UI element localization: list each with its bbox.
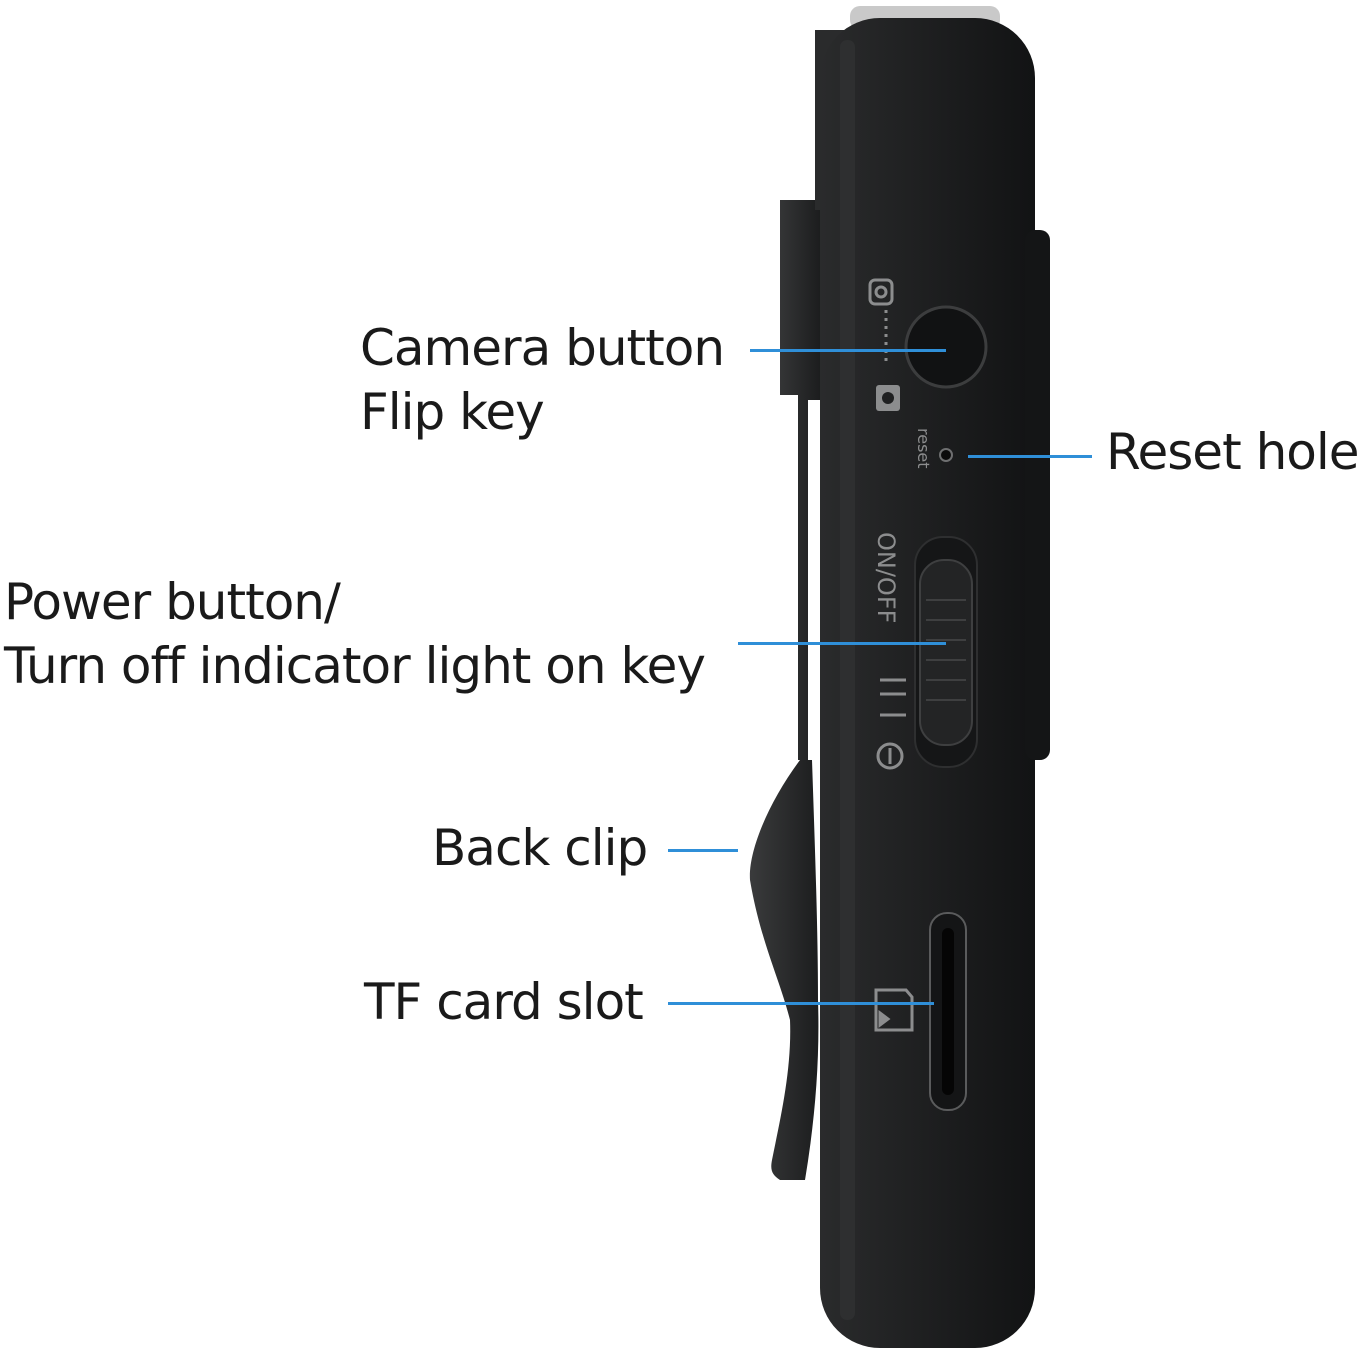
- camera-leader-line: [750, 349, 946, 352]
- power-switch-knob[interactable]: [919, 559, 973, 746]
- callout-camera-button-label: Camera button Flip key: [360, 316, 725, 444]
- power-leader-line: [738, 642, 946, 645]
- light-indicator-icon: [876, 742, 904, 770]
- back-clip: [749, 200, 820, 1180]
- power-label-line2: Turn off indicator light on key: [4, 637, 706, 695]
- camera-label-line1: Camera button: [360, 319, 725, 377]
- power-label-line1: Power button/: [4, 573, 341, 631]
- tf-leader-line: [668, 1002, 934, 1005]
- callout-tf-card-slot-label: TF card slot: [364, 973, 644, 1031]
- reset-hole[interactable]: [939, 448, 953, 462]
- callout-reset-hole-label: Reset hole: [1106, 423, 1359, 481]
- camera-button[interactable]: [904, 305, 988, 389]
- switch-text: ON/OFF: [872, 532, 900, 623]
- camera-icon: [876, 385, 900, 411]
- reset-text: reset: [914, 428, 933, 469]
- tf-card-icon: [874, 988, 914, 1032]
- reset-leader-line: [968, 455, 1092, 458]
- camera-flip-icon: [868, 278, 894, 362]
- callout-power-button-label: Power button/ Turn off indicator light o…: [4, 570, 706, 698]
- power-switch-grip: [926, 599, 966, 701]
- callout-back-clip-label: Back clip: [432, 819, 648, 877]
- switch-arrows: [880, 678, 906, 717]
- clip-leader-line: [668, 849, 738, 852]
- camera-label-line2: Flip key: [360, 383, 545, 441]
- side-ridge: [1025, 230, 1050, 760]
